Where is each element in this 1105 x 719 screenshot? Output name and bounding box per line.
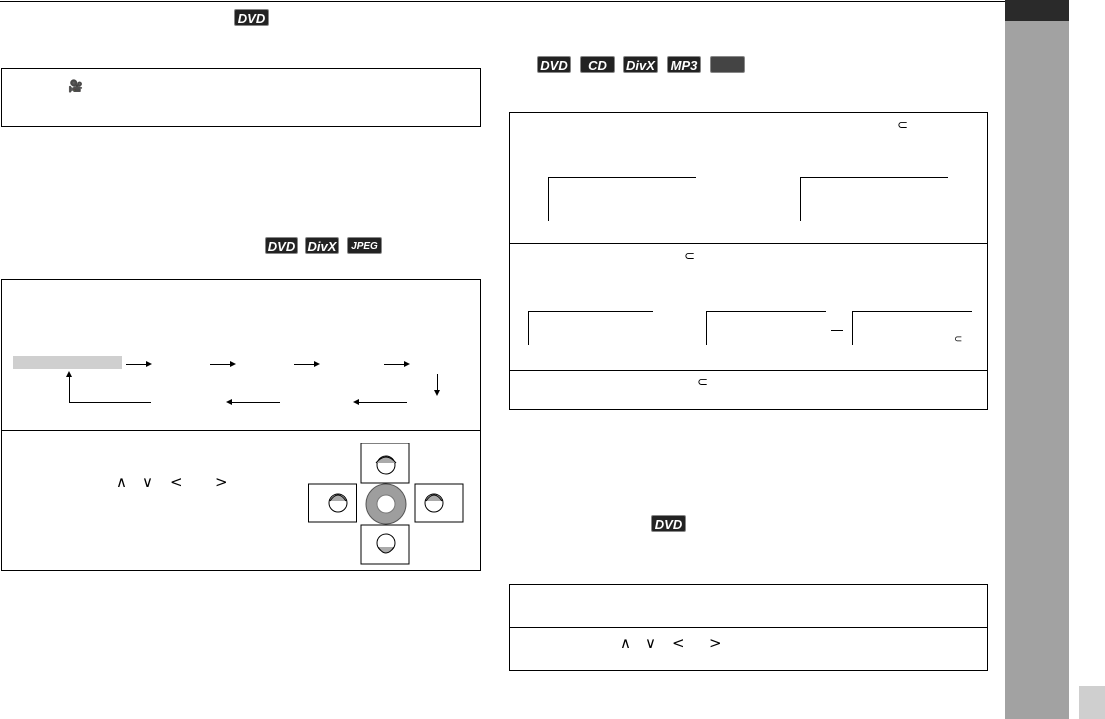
repeat-bracket-2: [800, 177, 948, 221]
bracket-connector: [831, 330, 843, 331]
repeat-bracket-4: [706, 311, 826, 345]
repeat-loop-icon-2: ⊂: [684, 249, 695, 264]
cd-badge-repeat: CD: [580, 56, 615, 73]
up-arrow-icon: ∧: [116, 473, 127, 491]
top-rule: [0, 1, 1005, 2]
repeat-procedure-box: [509, 112, 988, 410]
repeat-loop-icon-3: ⊂: [954, 334, 963, 345]
sequence-arrow-2: [210, 361, 236, 367]
sequence-return-line: [69, 402, 151, 403]
lower-procedure-box: [509, 584, 988, 671]
picture-rotation-diagram: [308, 442, 464, 565]
procedure-divider: [2, 430, 480, 431]
repeat-divider-2: [510, 370, 987, 371]
angle-note-box: 🎥: [1, 68, 481, 127]
right-arrow-icon-2: >: [709, 634, 722, 652]
repeat-bracket-1: [548, 177, 696, 221]
down-arrow-icon: ∨: [142, 473, 153, 491]
sequence-arrow-4: [384, 361, 410, 367]
sequence-arrow-3: [294, 361, 320, 367]
repeat-divider-1: [510, 243, 987, 244]
blank-badge-repeat: [710, 56, 745, 73]
repeat-bracket-3: [528, 311, 653, 345]
left-arrow-icon: <: [170, 473, 183, 491]
dvd-badge-lower: DVD: [651, 515, 686, 532]
sequence-arrow-1: [126, 361, 152, 367]
dvd-badge-zoom: DVD: [265, 237, 298, 254]
divx-badge-zoom: DivX: [305, 237, 339, 254]
sidebar-tab: [1005, 0, 1069, 719]
repeat-bracket-5: [852, 311, 972, 345]
lower-divider: [510, 627, 987, 628]
sidebar-tab-header: [1005, 0, 1069, 21]
zoom-sequence-start: [13, 356, 122, 369]
sequence-arrow-up: [66, 371, 72, 402]
dvd-badge-top: DVD: [234, 9, 269, 26]
sequence-arrow-back-1: [353, 399, 407, 405]
mp3-badge-repeat: MP3: [667, 56, 701, 73]
left-arrow-icon-2: <: [672, 634, 685, 652]
right-arrow-icon: >: [215, 473, 228, 491]
sequence-arrow-down: [434, 374, 440, 396]
zoom-procedure-box: [1, 279, 481, 571]
sequence-arrow-back-2: [226, 399, 280, 405]
up-arrow-icon-2: ∧: [620, 634, 631, 652]
dvd-badge-repeat: DVD: [537, 56, 571, 73]
divx-badge-repeat: DivX: [623, 56, 658, 73]
jpeg-badge-zoom: JPEG: [347, 237, 382, 254]
repeat-loop-icon-4: ⊂: [697, 375, 708, 390]
page-number-chip: [1079, 686, 1105, 719]
repeat-loop-icon: ⊂: [897, 118, 908, 133]
camera-angle-icon: 🎥: [68, 79, 83, 93]
down-arrow-icon-2: ∨: [645, 634, 656, 652]
